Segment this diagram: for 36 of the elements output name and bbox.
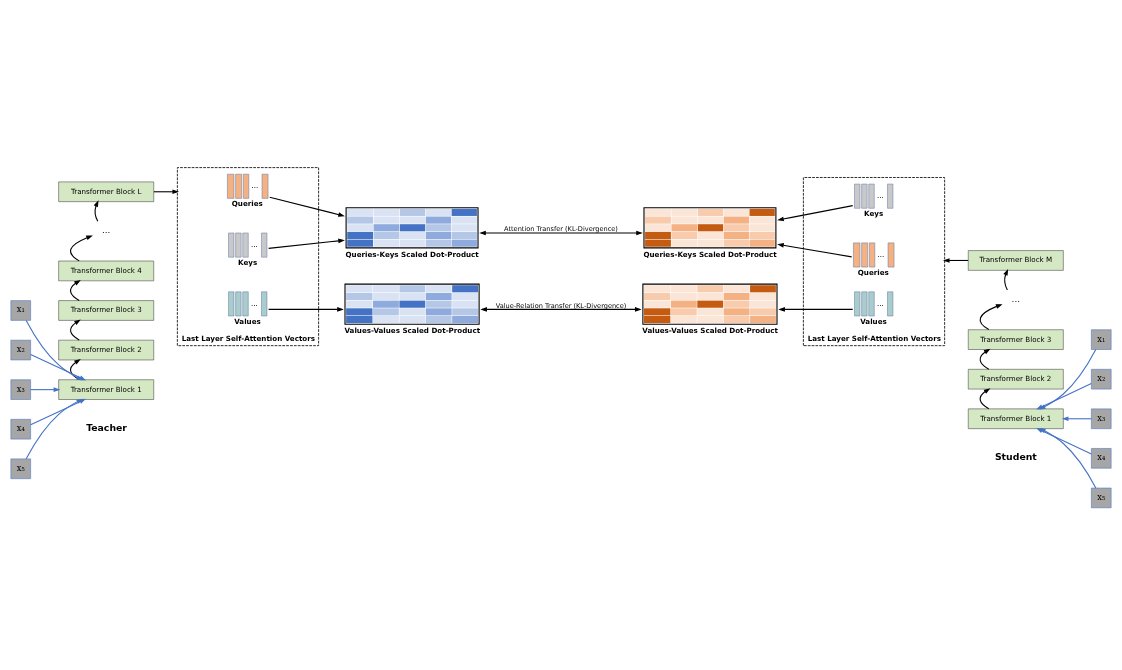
node-box: x₅ xyxy=(1091,487,1112,508)
arrow xyxy=(480,306,642,312)
arrow xyxy=(979,348,991,370)
arrow xyxy=(268,238,345,249)
node-text: ... xyxy=(1011,293,1020,304)
node-text: ... xyxy=(102,224,111,235)
arrow xyxy=(25,398,83,459)
node-box: x₂ xyxy=(1091,368,1112,389)
arrow xyxy=(979,387,991,409)
arrow xyxy=(70,234,93,261)
node-box: x₂ xyxy=(10,339,31,360)
arrow xyxy=(777,242,853,257)
arrow xyxy=(1003,268,1009,291)
arrow xyxy=(70,319,81,341)
arrow xyxy=(70,279,81,301)
arrow xyxy=(979,303,1003,330)
node-box: x₃ xyxy=(10,378,31,400)
arrow xyxy=(93,199,99,222)
node-box: x₄ xyxy=(10,418,31,439)
arrow xyxy=(153,188,180,194)
arrow xyxy=(1061,415,1092,421)
node-box: x₁ xyxy=(10,299,31,321)
node-box: x₁ xyxy=(1091,328,1112,350)
arrow xyxy=(479,230,643,235)
label: Teacher xyxy=(86,421,127,433)
node-box: x₃ xyxy=(1091,408,1112,429)
arrow xyxy=(268,306,344,312)
arrow xyxy=(269,196,345,217)
arrow xyxy=(777,204,854,221)
node-box: x₅ xyxy=(10,458,31,479)
arrow xyxy=(778,306,854,312)
node-box: x₄ xyxy=(1091,447,1112,468)
arrow xyxy=(1039,427,1097,489)
arrow xyxy=(942,257,969,263)
label: Student xyxy=(994,450,1037,462)
arrow xyxy=(30,386,61,392)
